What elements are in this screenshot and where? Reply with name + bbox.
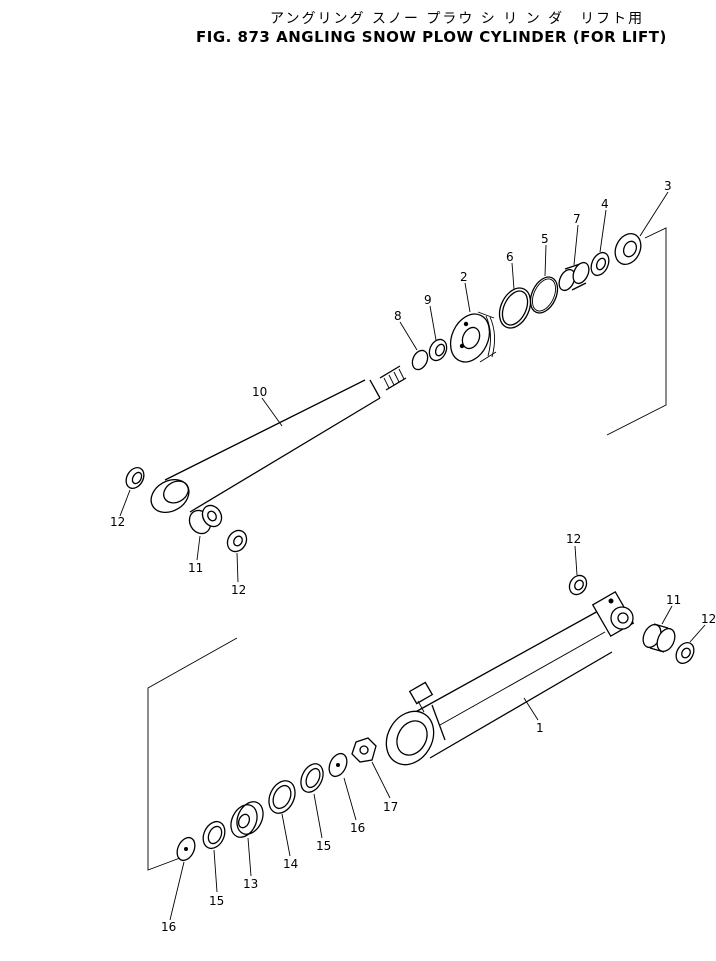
callout-8: 8: [394, 309, 402, 323]
callout-5: 5: [541, 232, 549, 246]
callout-11-upper: 11: [188, 561, 203, 575]
callout-12-upper-left: 12: [110, 515, 125, 529]
part-6-backup-ring[interactable]: [493, 283, 536, 333]
part-16-washer-right[interactable]: [326, 751, 351, 780]
part-3-dust-seal[interactable]: [610, 229, 645, 268]
part-1-cylinder-tube[interactable]: [377, 591, 635, 773]
part-8-snap-ring[interactable]: [409, 348, 430, 372]
callout-16-left: 16: [161, 920, 176, 934]
part-12-dust-seal-upper-right[interactable]: [224, 527, 251, 555]
part-7-bushing[interactable]: [556, 260, 592, 293]
callout-15-right: 15: [316, 839, 331, 853]
callout-7: 7: [573, 212, 581, 226]
callout-12-upper-right: 12: [231, 583, 246, 597]
part-9-seal[interactable]: [426, 337, 450, 364]
callout-1: 1: [536, 721, 544, 735]
callout-9: 9: [424, 293, 432, 307]
callout-6: 6: [506, 250, 514, 264]
callout-12-lower-top: 12: [566, 532, 581, 546]
callout-13: 13: [243, 877, 258, 891]
callout-3: 3: [664, 179, 672, 193]
callout-15-left: 15: [209, 894, 224, 908]
callout-10: 10: [252, 385, 267, 399]
callout-4: 4: [601, 197, 609, 211]
part-12-dust-seal-lower-right[interactable]: [673, 639, 698, 666]
part-14-piston-seal[interactable]: [264, 777, 300, 818]
part-15-wear-ring-right[interactable]: [297, 760, 328, 796]
callout-11-lower: 11: [666, 593, 681, 607]
callout-17: 17: [383, 800, 398, 814]
figure-title: FIG. 873 ANGLING SNOW PLOW CYLINDER (FOR…: [196, 28, 667, 46]
callout-12-lower-right: 12: [701, 612, 716, 626]
leader-lines: [119, 191, 706, 921]
part-15-wear-ring-left[interactable]: [199, 818, 229, 852]
part-17-nut[interactable]: [351, 737, 377, 763]
callout-16-right: 16: [350, 821, 365, 835]
part-2-piston[interactable]: [443, 308, 497, 369]
assembly-axis-line-lower: [147, 637, 238, 871]
part-16-washer-left[interactable]: [174, 835, 199, 864]
part-4-seal[interactable]: [588, 250, 613, 279]
part-12-dust-seal-upper-left[interactable]: [123, 464, 148, 491]
part-12-dust-seal-lower-top[interactable]: [566, 572, 590, 597]
callout-2: 2: [460, 270, 468, 284]
part-10-piston-rod[interactable]: [145, 365, 407, 519]
part-11-bushing-lower[interactable]: [640, 622, 679, 655]
part-5-o-ring[interactable]: [525, 273, 563, 318]
part-11-bushing-upper[interactable]: [185, 502, 225, 537]
callout-14: 14: [283, 857, 298, 871]
figure-title-japanese: アングリング スノー プラウ シ リ ン ダ リフト用: [270, 11, 645, 27]
part-13-piston[interactable]: [226, 798, 268, 842]
assembly-axis-line-upper: [606, 227, 667, 436]
